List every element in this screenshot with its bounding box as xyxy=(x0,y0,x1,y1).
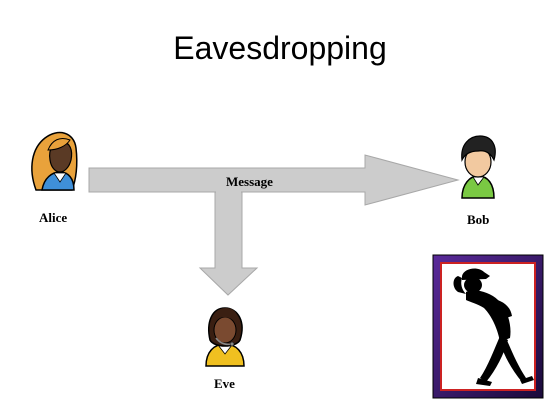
spy-silhouette-icon xyxy=(453,268,534,386)
eve-avatar-icon xyxy=(205,307,245,367)
message-arrow xyxy=(88,154,460,296)
eve-label: Eve xyxy=(214,376,235,391)
alice-label: Alice xyxy=(39,210,68,225)
bob-avatar-icon xyxy=(461,135,496,199)
arrow-label: Message xyxy=(226,174,273,189)
slide-title: Eavesdropping xyxy=(173,30,387,66)
alice-avatar-icon xyxy=(31,131,78,191)
bob-label: Bob xyxy=(467,212,490,227)
